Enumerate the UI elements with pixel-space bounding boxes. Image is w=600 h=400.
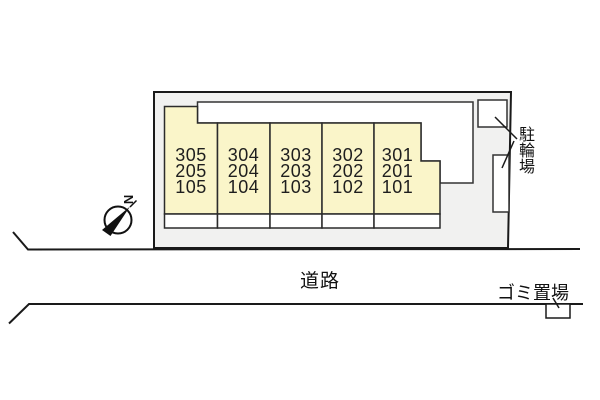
road-lower-edge-line (8, 303, 583, 325)
road-upper-edge-line (12, 231, 581, 251)
unit-302-numbers: 302 202 102 (322, 145, 374, 197)
road-label: 道路 (300, 271, 341, 292)
bicycle-parking-upper (477, 99, 508, 128)
entrance-strip-305 (163, 213, 219, 229)
room-number: 203 (280, 161, 312, 181)
garbage-box (545, 303, 571, 319)
room-number: 202 (332, 161, 364, 181)
room-number: 204 (227, 161, 260, 181)
room-number: 103 (280, 177, 312, 197)
room-number: 101 (381, 177, 414, 197)
room-number: 305 (175, 145, 207, 165)
garbage-area-label: ゴミ置場 (497, 283, 569, 303)
north-compass-icon (102, 199, 138, 236)
bicycle-parking-lower (492, 154, 510, 213)
bicycle-parking-label: 駐輪場 (516, 126, 533, 174)
room-number: 102 (332, 177, 364, 197)
room-number: 304 (227, 145, 260, 165)
room-number: 302 (332, 145, 364, 165)
room-number: 205 (175, 161, 207, 181)
room-number: 303 (280, 145, 312, 165)
garbage-leader-line (552, 297, 560, 309)
unit-301-numbers: 301 201 101 (374, 145, 421, 197)
room-number: 105 (175, 177, 207, 197)
north-letter: N (121, 194, 137, 205)
entrance-strip-302 (321, 213, 375, 229)
room-number: 301 (381, 145, 414, 165)
entrance-strip-304 (216, 213, 271, 229)
room-number: 201 (381, 161, 414, 181)
room-number: 104 (227, 177, 260, 197)
unit-304-shape (216, 122, 271, 215)
unit-304-numbers: 304 204 104 (217, 145, 270, 197)
bicycle-leader-line-upper (494, 116, 518, 140)
entrance-strip-301 (373, 213, 441, 229)
unit-305-numbers: 305 205 105 (164, 145, 218, 197)
bicycle-leader-line-lower (501, 140, 515, 169)
unit-303-numbers: 303 203 103 (270, 145, 322, 197)
entrance-strip-303 (269, 213, 323, 229)
